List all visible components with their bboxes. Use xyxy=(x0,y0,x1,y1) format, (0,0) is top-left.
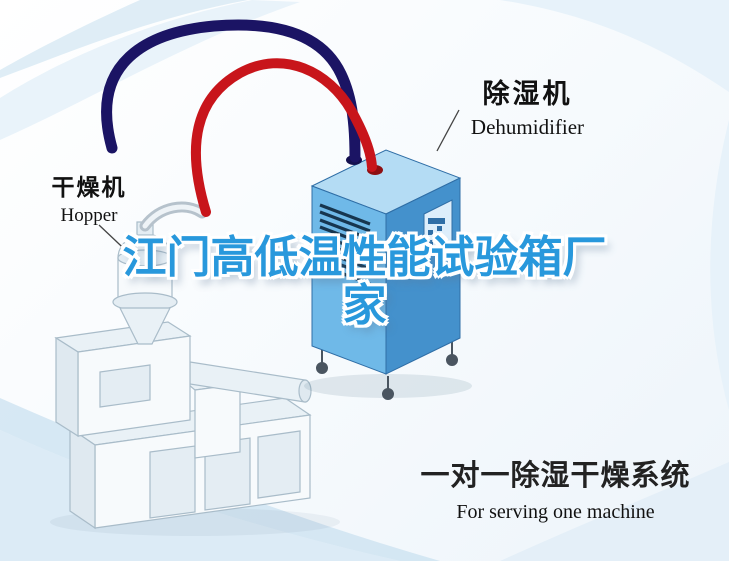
hopper-label-en: Hopper xyxy=(60,205,118,226)
caption-cn: 一对一除湿干燥系统 xyxy=(420,460,691,492)
pipe-red xyxy=(190,58,377,217)
watermark-line1: 江门高低温性能试验箱厂 xyxy=(122,233,607,282)
watermark-line2: 家 xyxy=(342,280,387,330)
dehumidifier-label-cn: 除湿机 xyxy=(482,79,573,109)
caster-wheels xyxy=(316,342,458,400)
dehumidifier-label-en: Dehumidifier xyxy=(470,115,585,139)
hopper-label: 干燥机 Hopper xyxy=(30,168,148,227)
caption: 一对一除湿干燥系统 For serving one machine xyxy=(408,452,703,524)
dehumidifier-graphic xyxy=(304,149,472,400)
caption-en: For serving one machine xyxy=(456,501,655,523)
molding-machine-graphic xyxy=(50,321,340,536)
hopper-label-cn: 干燥机 xyxy=(51,174,127,200)
watermark: 江门高低温性能试验箱厂 家 xyxy=(0,234,729,329)
vent-grille xyxy=(319,203,371,286)
hopper-graphic xyxy=(112,201,208,345)
control-panel xyxy=(423,199,453,257)
dehumidifier-pointer-line xyxy=(436,109,460,152)
pipe-blue xyxy=(101,19,361,163)
dehumidifier-label: 除湿机 Dehumidifier xyxy=(445,72,610,140)
hopper-pointer-line xyxy=(98,224,137,261)
